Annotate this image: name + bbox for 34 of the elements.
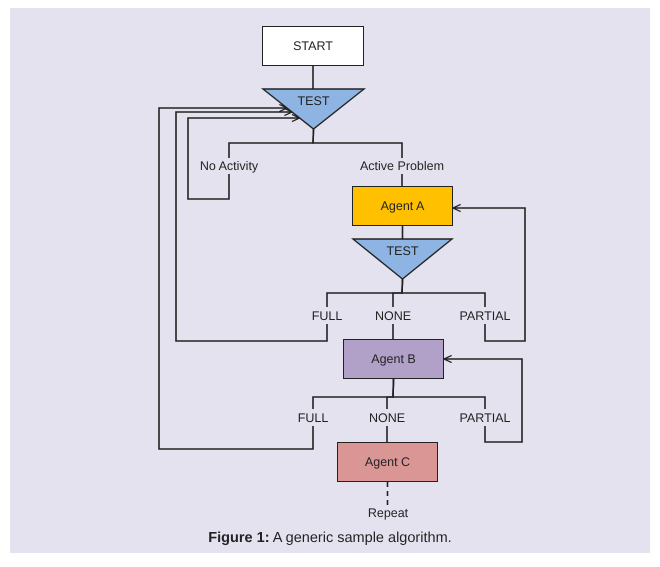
- arrow: [158, 104, 314, 450]
- node-label: Agent B: [371, 352, 416, 366]
- process-box: [352, 186, 453, 226]
- connector-line: [392, 324, 394, 339]
- branch-label: FULL: [312, 308, 342, 322]
- connector-line: [386, 426, 388, 442]
- arrow: [187, 114, 300, 200]
- repeat-label: Repeat: [368, 506, 408, 520]
- process-box: [343, 339, 444, 379]
- branch-label: FULL: [298, 410, 328, 424]
- figure-caption: Figure 1: A generic sample algorithm.: [208, 530, 452, 546]
- node-label: Agent C: [364, 455, 410, 469]
- connector-line: [392, 378, 486, 409]
- arrow: [443, 354, 523, 443]
- start-box: [262, 26, 364, 66]
- branch-label: No Activity: [200, 159, 258, 173]
- connector-line: [312, 66, 314, 89]
- connector-line: [401, 278, 486, 307]
- branch-label: NONE: [368, 410, 406, 424]
- branch-label: PARTIAL: [460, 308, 510, 322]
- connector-line: [312, 128, 403, 158]
- connector-line: [401, 174, 403, 186]
- node-label: Agent A: [380, 199, 424, 213]
- node-label: TEST: [298, 94, 330, 108]
- dashed-connector: [386, 482, 388, 505]
- branch-label: Active Problem: [360, 159, 444, 173]
- node-label: START: [293, 39, 333, 53]
- process-box: [337, 442, 438, 482]
- branch-label: NONE: [374, 308, 412, 322]
- arrow: [175, 108, 328, 342]
- node-label: TEST: [386, 244, 418, 258]
- branch-label: PARTIAL: [460, 410, 510, 424]
- connector-line: [402, 226, 404, 239]
- arrow: [452, 204, 526, 342]
